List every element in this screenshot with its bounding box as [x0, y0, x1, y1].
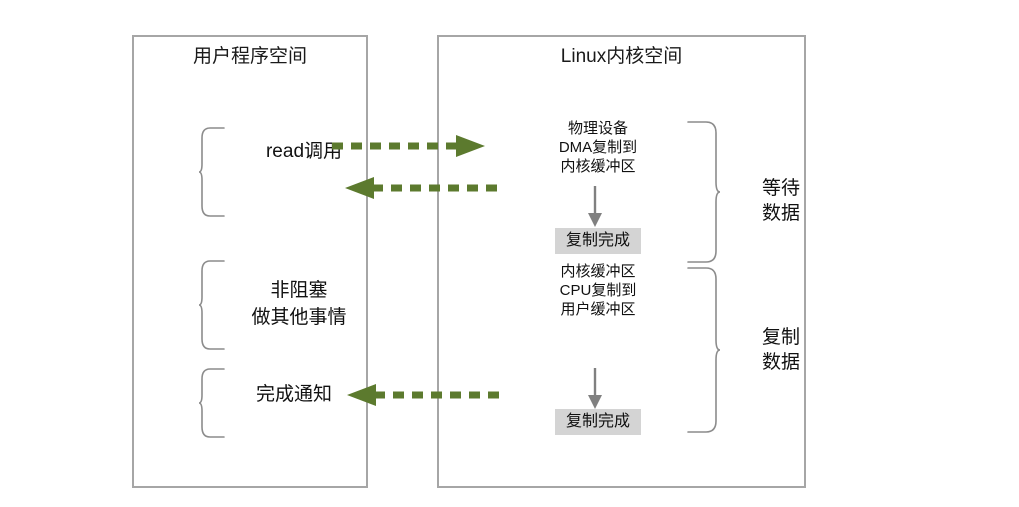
brace-wait-data — [687, 121, 721, 263]
kernel-stage-1-text: 物理设备 DMA复制到 内核缓冲区 — [558, 120, 638, 175]
kernel-stage-2-text: 内核缓冲区 CPU复制到 用户缓冲区 — [559, 263, 637, 318]
label-wait-data: 等待 数据 — [761, 178, 800, 224]
kernel-space-title: Linux内核空间 — [560, 46, 683, 67]
label-completion-notice: 完成通知 — [255, 384, 332, 405]
kernel-stage-2-done-box: 复制完成 — [555, 409, 641, 435]
down-arrow-icon — [588, 368, 602, 409]
dashed-arrow-right-icon — [332, 135, 485, 157]
label-non-blocking: 非阻塞 做其他事情 — [251, 280, 347, 328]
dashed-arrow-left-icon — [347, 384, 506, 406]
user-space-title: 用户程序空间 — [192, 46, 307, 67]
dashed-arrow-left-icon — [345, 177, 500, 199]
kernel-stage-1-done-box: 复制完成 — [555, 228, 641, 254]
brace-copy-data — [687, 267, 721, 433]
down-arrow-icon — [588, 186, 602, 227]
brace-read-call — [198, 127, 225, 217]
label-read-call: read调用 — [265, 141, 343, 162]
brace-completion-notice — [198, 368, 225, 438]
brace-non-blocking — [198, 260, 225, 350]
label-copy-data: 复制 数据 — [761, 327, 800, 373]
user-space-panel — [132, 35, 368, 488]
